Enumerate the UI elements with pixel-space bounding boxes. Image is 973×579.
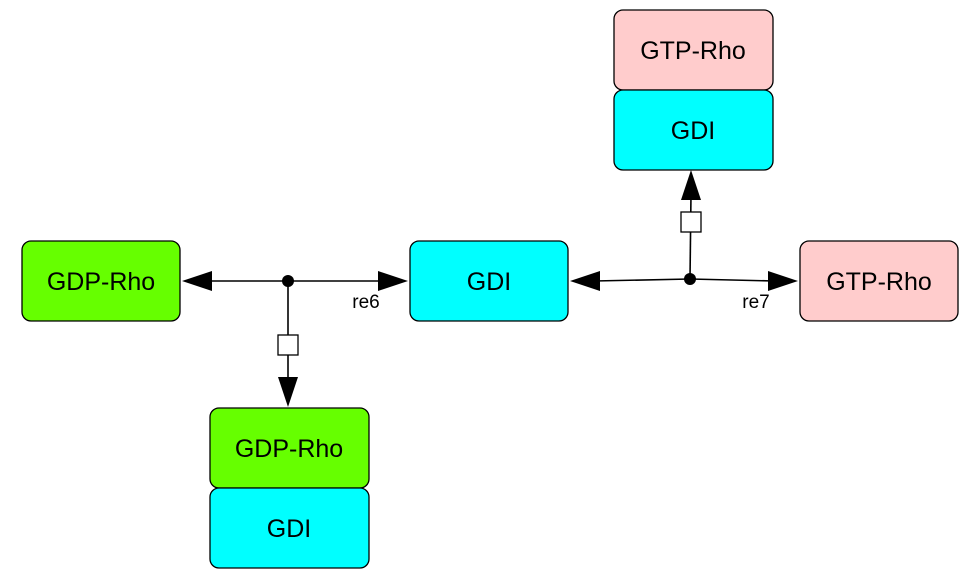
re7-arrow-gtp-rho — [768, 271, 798, 291]
re6-arrow-gdp-rho — [182, 271, 212, 291]
re7-reaction-node — [684, 273, 696, 285]
complex-gtp-rho-gdi[interactable]: GTP-Rho GDI — [613, 9, 774, 171]
re7-edge-to-gtp-rho — [689, 278, 775, 282]
re7-arrow-gdi — [570, 271, 600, 291]
complex-gtp-gdi-label: GDI — [671, 117, 715, 145]
re6-process-square — [277, 334, 299, 356]
re7-label: re7 — [742, 292, 769, 313]
re7-edge-to-gdi — [593, 278, 691, 282]
reaction-re6: re6 — [182, 271, 408, 407]
complex-gtp-gdi-box — [613, 89, 774, 171]
re7-process-square — [680, 211, 702, 233]
complex-gtp-rho-label: GTP-Rho — [640, 37, 746, 65]
re7-edge-to-complex — [689, 193, 692, 280]
re6-arrow-complex — [278, 377, 298, 407]
node-gtp-rho[interactable]: GTP-Rho — [799, 240, 959, 322]
complex-gdp-rho-label: GDP-Rho — [235, 435, 343, 463]
re6-label: re6 — [352, 292, 379, 313]
node-gdp-rho-label: GDP-Rho — [47, 268, 155, 296]
node-gdp-rho[interactable]: GDP-Rho — [21, 240, 181, 322]
re6-reaction-node — [282, 275, 294, 287]
node-gdi-box — [409, 240, 569, 322]
node-gdp-rho-box — [21, 240, 181, 322]
node-gtp-rho-box — [799, 240, 959, 322]
node-gdi[interactable]: GDI — [409, 240, 569, 322]
re6-arrow-gdi — [378, 271, 408, 291]
complex-gdp-gdi-label: GDI — [267, 515, 311, 543]
node-gdi-label: GDI — [467, 268, 511, 296]
complex-gdp-rho-gdi[interactable]: GDP-Rho GDI — [209, 407, 370, 569]
reaction-re7: re7 — [570, 170, 798, 313]
complex-gdp-gdi-box — [209, 487, 370, 569]
node-gtp-rho-label: GTP-Rho — [826, 268, 932, 296]
re7-arrow-complex — [681, 170, 701, 200]
